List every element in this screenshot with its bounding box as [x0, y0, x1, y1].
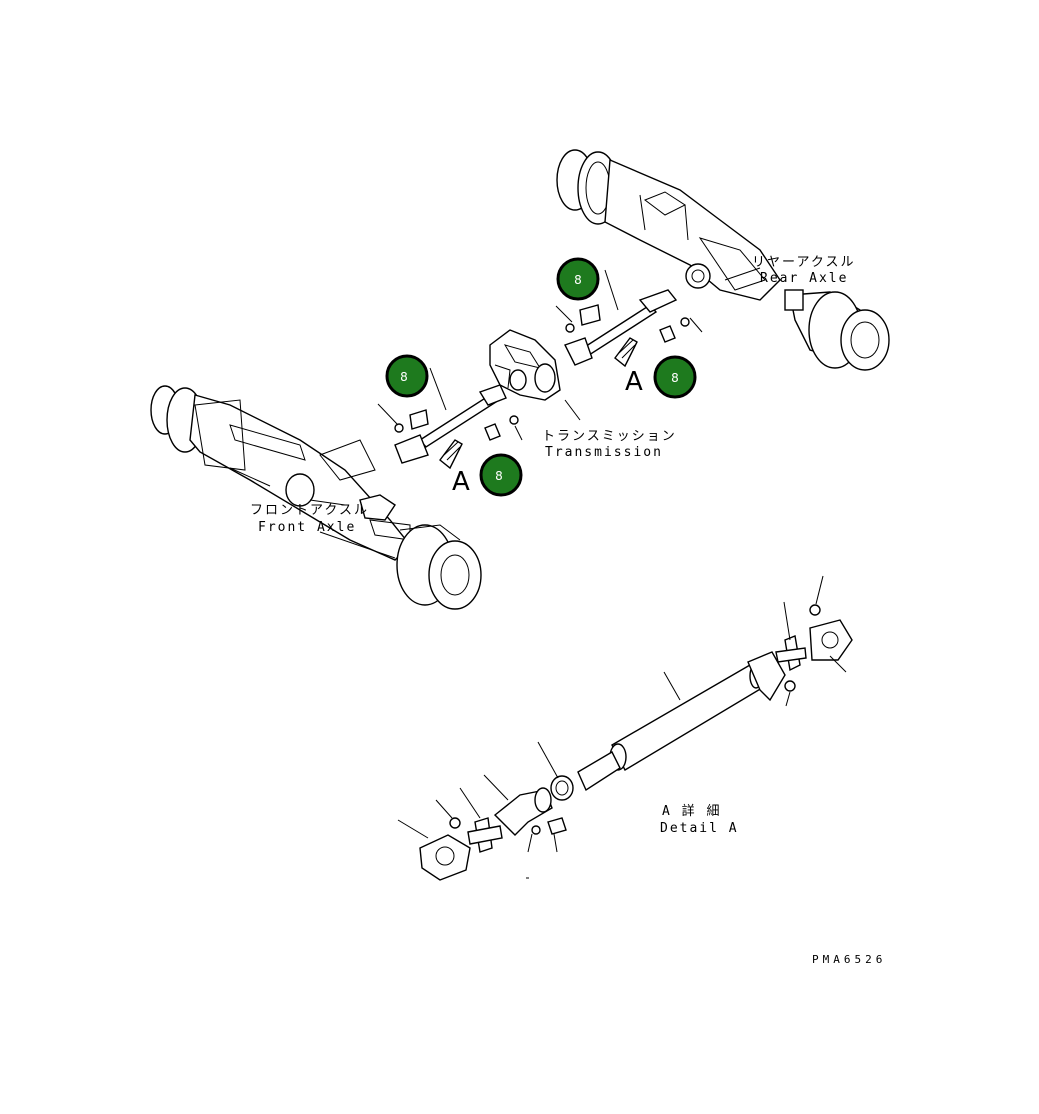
front-axle-label-en: Front Axle — [258, 520, 356, 535]
transmission — [489, 329, 561, 401]
drawing-code: PMA6526 — [812, 953, 886, 966]
front-axle — [150, 385, 482, 610]
svg-text:8: 8 — [495, 469, 503, 483]
rear-axle-label-en: Rear Axle — [760, 271, 848, 286]
detail-a-drawing — [397, 575, 853, 881]
rear-axle — [556, 149, 890, 371]
transmission-label-en: Transmission — [545, 445, 663, 460]
front-axle-label-jp: フロントアクスル — [250, 503, 369, 518]
view-a-label-front: A — [452, 467, 470, 497]
rear-axle-label-jp: リヤーアクスル — [752, 255, 855, 270]
detail-a-label-en: Detail A — [660, 821, 739, 836]
svg-text:8: 8 — [400, 370, 408, 384]
view-a-label-rear: A — [625, 367, 643, 397]
reference-badge[interactable]: 8 — [556, 257, 600, 301]
leader-lines-upper — [229, 267, 761, 559]
reference-badge[interactable]: 8 — [653, 355, 697, 399]
reference-badge[interactable]: 8 — [479, 453, 523, 497]
view-arrow-a-rear — [614, 337, 638, 368]
svg-text:8: 8 — [671, 371, 679, 385]
rear-drive-shaft — [564, 289, 690, 366]
front-drive-shaft — [394, 384, 519, 464]
detail-a-label-jp: A 詳 細 — [662, 803, 721, 819]
reference-badge[interactable]: 8 — [385, 354, 429, 398]
view-arrow-a-front — [439, 439, 463, 470]
transmission-label-jp: トランスミッション — [542, 429, 677, 444]
svg-text:8: 8 — [574, 273, 582, 287]
